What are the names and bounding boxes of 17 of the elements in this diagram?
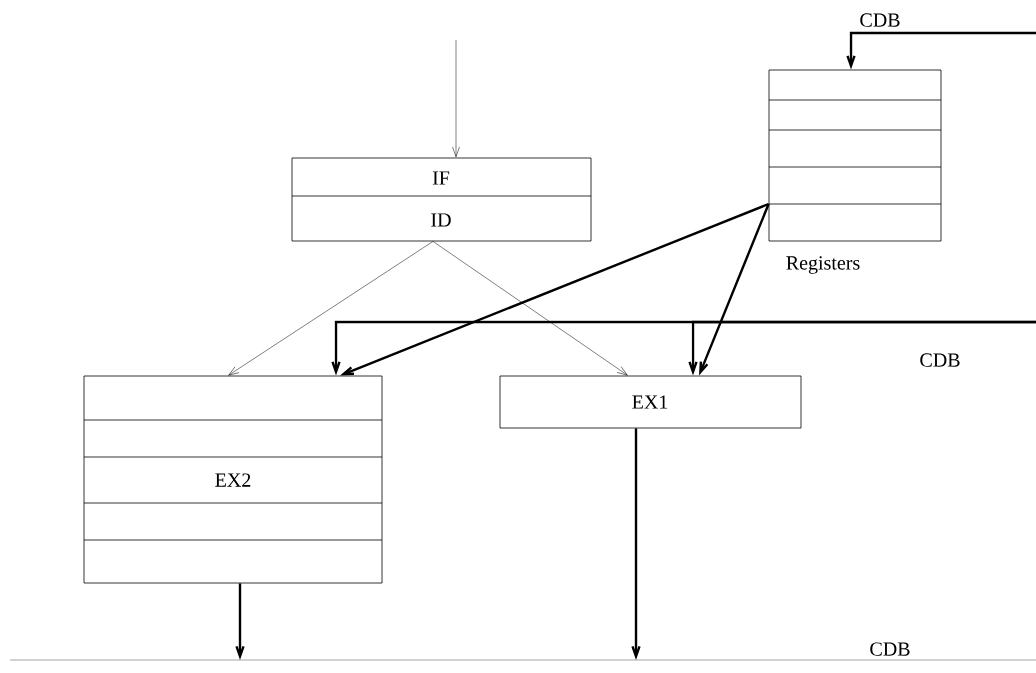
arrow <box>452 39 460 158</box>
functional-unit-box: EX1 <box>499 375 802 429</box>
arrow <box>235 583 245 660</box>
bus-label: CDB <box>920 353 960 367</box>
arrow <box>631 428 641 660</box>
arrow <box>340 202 770 376</box>
bus-label: CDB <box>870 642 910 656</box>
pipeline-stage-box: IF ID <box>291 157 592 242</box>
arrow <box>432 241 628 376</box>
arrow <box>846 31 1036 70</box>
reservation-station: EX2 <box>83 375 383 584</box>
arrow <box>688 320 1036 376</box>
node-label: Registers <box>786 256 860 274</box>
bus-label: CDB <box>860 13 900 27</box>
register-file: Registers <box>768 69 942 274</box>
arrow <box>228 241 434 376</box>
arrow <box>699 203 770 376</box>
